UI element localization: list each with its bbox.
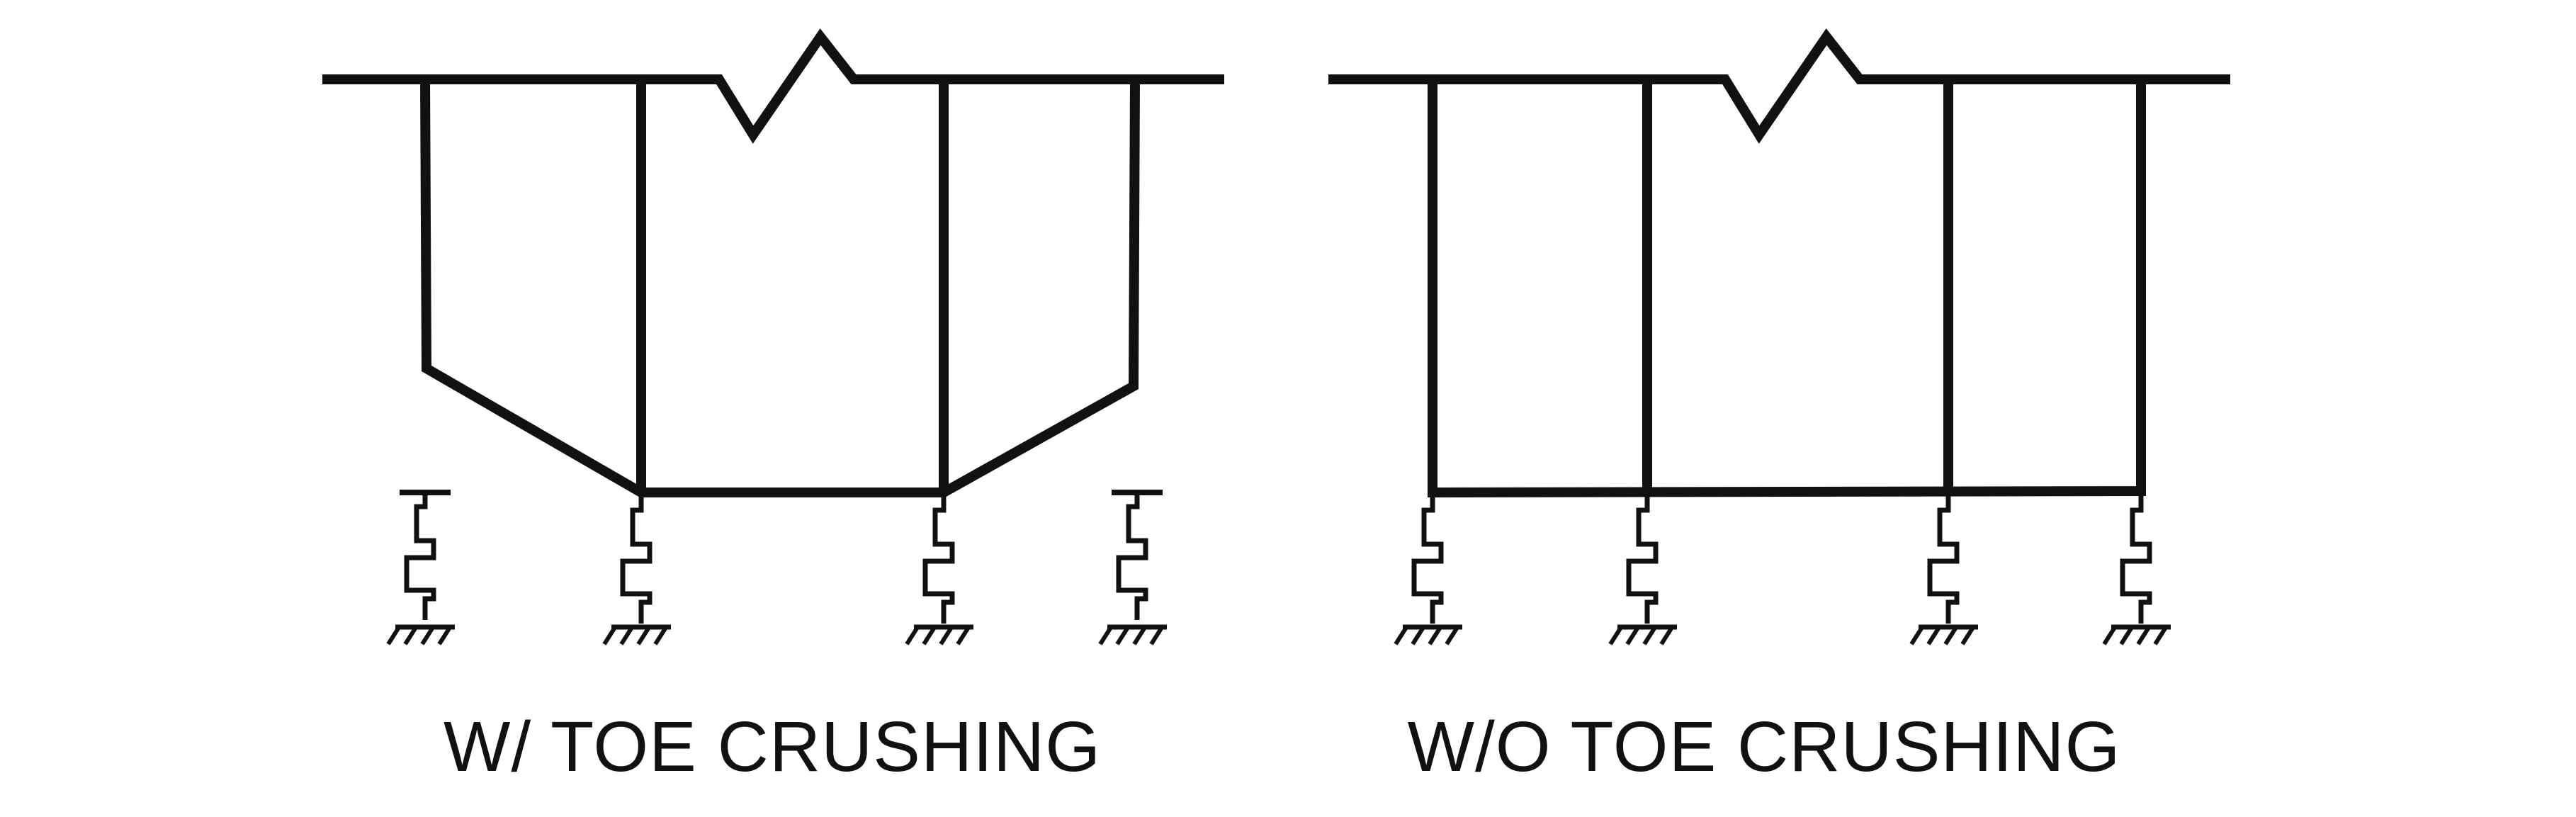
caption-with-toe-crushing: W/ TOE CRUSHING: [444, 707, 1101, 787]
top-beam: [322, 28, 1224, 144]
spring-attached-4: [2104, 496, 2171, 644]
top-beam: [1328, 28, 2230, 144]
spring-detached-1: [388, 492, 455, 644]
panel-with-toe-crushing: W/ TOE CRUSHING: [322, 28, 1224, 787]
wall-outline-crushed: [420, 79, 1140, 497]
spring-attached-1: [1396, 496, 1462, 644]
spring-attached-1: [604, 496, 671, 644]
spring-attached-2: [1610, 496, 1677, 644]
caption-without-toe-crushing: W/O TOE CRUSHING: [1408, 707, 2121, 787]
spring-detached-2: [1100, 492, 1167, 644]
spring-attached-2: [907, 496, 973, 644]
spring-attached-3: [1911, 496, 1978, 644]
panel-without-toe-crushing: W/O TOE CRUSHING: [1328, 28, 2230, 787]
wall-outline-intact: [1428, 79, 2146, 498]
